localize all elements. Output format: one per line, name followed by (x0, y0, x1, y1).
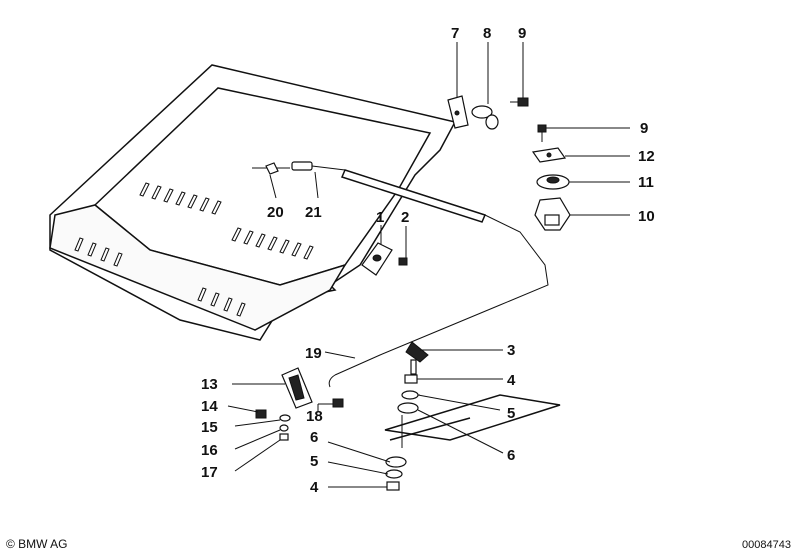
clip-16 (234, 424, 289, 450)
callout-2: 2 (401, 209, 409, 226)
screw-14 (227, 405, 267, 419)
clip-17 (234, 433, 289, 472)
callout-8: 8 (483, 25, 491, 42)
callout-4-lower: 4 (310, 479, 319, 496)
callout-5-lower: 5 (310, 453, 318, 470)
washer-5-upper (401, 390, 501, 411)
callout-7: 7 (451, 25, 459, 42)
callout-13: 13 (201, 376, 218, 393)
callout-9-top: 9 (518, 25, 526, 42)
release-cable (252, 161, 549, 388)
hinge-lock (534, 197, 630, 231)
leader-21 (314, 171, 319, 199)
callout-9-right: 9 (640, 120, 648, 137)
bolt-right (537, 124, 630, 142)
callout-12: 12 (638, 148, 655, 165)
diagram-number: 00084743 (742, 539, 791, 551)
screw-18 (317, 398, 344, 412)
bonnet-vents (74, 182, 314, 317)
callout-17: 17 (201, 464, 218, 481)
washer-plate (531, 147, 630, 163)
callout-6-lower: 6 (310, 429, 318, 446)
callout-21: 21 (305, 204, 322, 221)
rubber-pad (536, 174, 630, 190)
leader-19 (324, 351, 356, 359)
callout-10: 10 (638, 208, 655, 225)
washer-5-lower (327, 461, 403, 479)
buffer-pin (471, 42, 499, 130)
lock-plate (361, 225, 393, 276)
bolt-top (510, 42, 529, 107)
screw-2 (398, 226, 408, 266)
lock-base-bottom (389, 417, 471, 441)
callout-15: 15 (201, 419, 218, 436)
cable-end-nipple (265, 162, 279, 199)
copyright-text: © BMW AG (6, 537, 68, 551)
washer-6-upper (397, 402, 504, 454)
callout-4-upper: 4 (507, 372, 516, 389)
release-handle (232, 367, 313, 409)
callout-19: 19 (305, 345, 322, 362)
callout-18: 18 (306, 408, 323, 425)
callout-16: 16 (201, 442, 218, 459)
callout-20: 20 (267, 204, 284, 221)
callout-6-upper: 6 (507, 447, 515, 464)
callout-11: 11 (638, 174, 654, 191)
callout-5-upper: 5 (507, 405, 515, 422)
clip-15 (234, 414, 291, 427)
callout-14: 14 (201, 398, 218, 415)
callout-1: 1 (376, 209, 384, 226)
latch-pin (405, 341, 503, 375)
nut-4-upper (404, 374, 503, 384)
nut-4-lower (328, 481, 400, 491)
lock-base-plate (384, 394, 561, 441)
washer-6-lower (327, 441, 407, 468)
hinge-bracket (447, 42, 469, 129)
callout-3: 3 (507, 342, 515, 359)
bonnet-panel (49, 64, 457, 341)
